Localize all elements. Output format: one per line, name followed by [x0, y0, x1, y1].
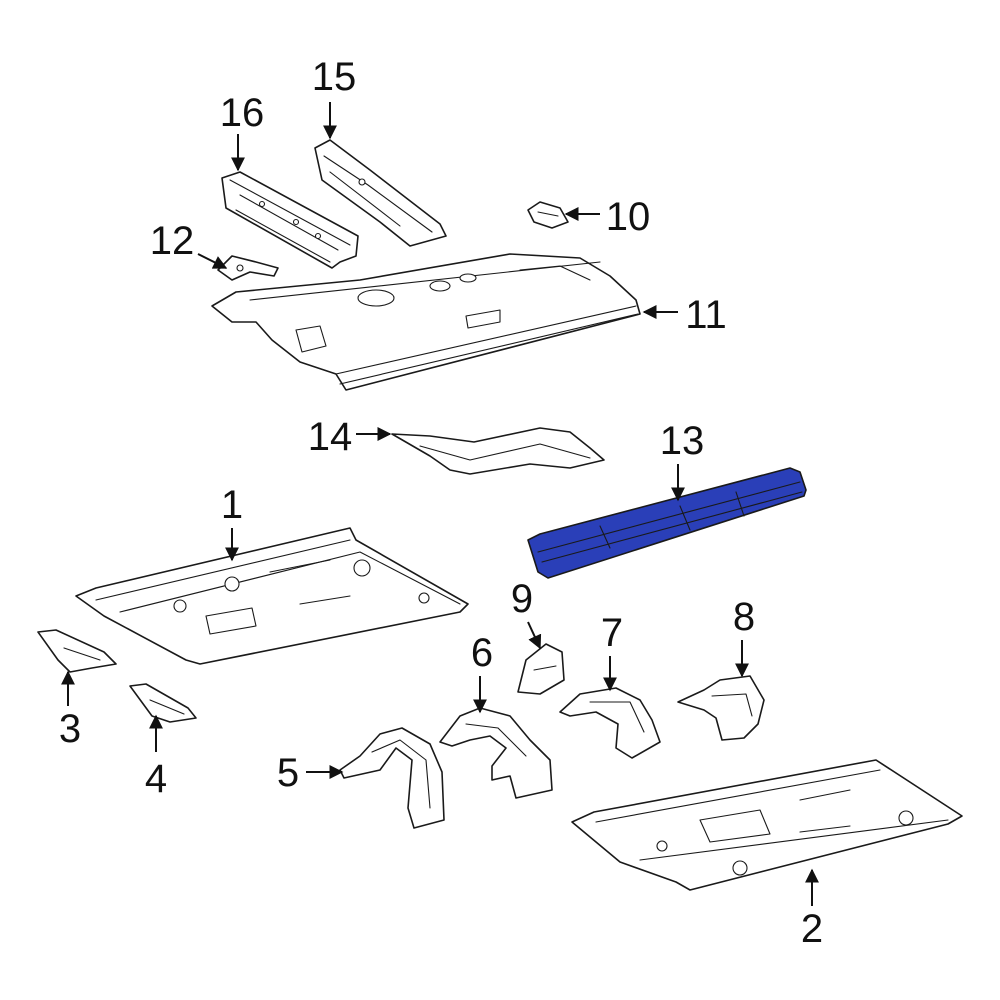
callout-12: 12 [150, 219, 195, 263]
part-6-reinforcement[interactable] [439, 707, 553, 799]
callout-15: 15 [312, 55, 357, 99]
callout-4: 4 [145, 757, 167, 801]
callout-16: 16 [220, 91, 265, 135]
callout-5: 5 [277, 751, 299, 795]
callout-10: 10 [606, 195, 651, 239]
callout-14: 14 [308, 415, 353, 459]
part-14-crossmember[interactable] [391, 427, 605, 475]
part-15-floor-extension[interactable] [314, 139, 447, 247]
leader-12 [197, 253, 228, 269]
callout-11: 11 [685, 293, 727, 337]
part-16-rear-floor-member[interactable] [221, 171, 359, 269]
part-1-front-floor-pan[interactable] [75, 527, 469, 665]
part-9-bracket[interactable] [517, 643, 565, 695]
leader-9 [527, 621, 542, 650]
callout-2: 2 [801, 907, 823, 951]
part-13-rocker-panel[interactable] [527, 467, 807, 579]
callout-8: 8 [733, 595, 755, 639]
callout-6: 6 [471, 631, 493, 675]
callout-3: 3 [59, 707, 81, 751]
part-3-bracket[interactable] [37, 629, 117, 673]
part-2-rear-floor-pan[interactable] [571, 759, 963, 891]
part-12-bracket[interactable] [217, 255, 279, 281]
part-5-reinforcement[interactable] [339, 727, 445, 829]
callout-9: 9 [511, 577, 533, 621]
part-8-bracket[interactable] [677, 675, 765, 741]
part-11-center-floor-pan[interactable] [211, 253, 641, 391]
part-7-bracket[interactable] [559, 687, 661, 759]
part-4-bracket[interactable] [129, 683, 197, 723]
callout-7: 7 [601, 611, 623, 655]
part-10-reinforcement[interactable] [527, 201, 569, 229]
callout-1: 1 [221, 483, 243, 527]
callout-13: 13 [660, 419, 705, 463]
